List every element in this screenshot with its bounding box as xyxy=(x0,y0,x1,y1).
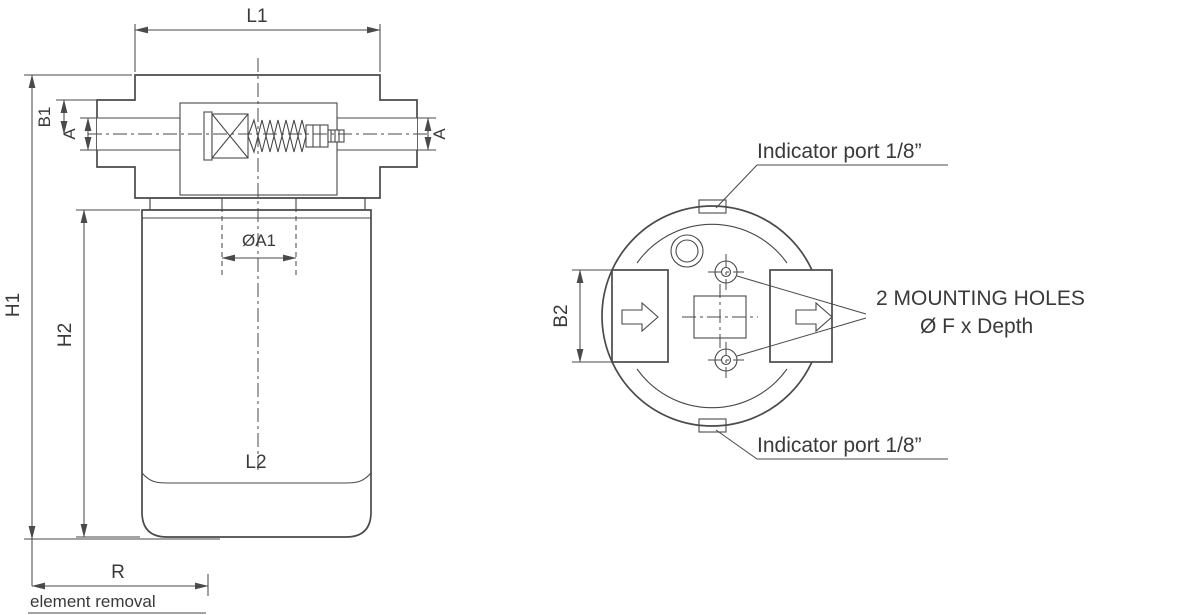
dimension-L1: L1 xyxy=(134,6,381,72)
bypass-valve xyxy=(203,111,345,161)
dimension-H2: H2 xyxy=(55,209,140,538)
canister-body xyxy=(141,209,372,538)
dim-R-label: R xyxy=(111,562,125,583)
valve-stem xyxy=(203,111,213,161)
dim-A-left-label: A xyxy=(60,128,79,140)
label-indicator-port-bottom: Indicator port 1/8” xyxy=(757,434,922,457)
dimension-OA1: ØA1 xyxy=(221,198,297,275)
valve-nut xyxy=(305,124,329,148)
top-view: B2 Indicator port 1/8” Indicator port 1/… xyxy=(551,140,1085,460)
dim-B2-label: B2 xyxy=(551,304,572,327)
dim-H1-label: H1 xyxy=(3,293,24,317)
mounting-hole-bottom xyxy=(708,342,744,378)
indicator-tab-bottom xyxy=(698,418,727,433)
dim-B1-label: B1 xyxy=(35,107,54,128)
dimension-A-left: A xyxy=(60,117,97,151)
label-indicator-port-top: Indicator port 1/8” xyxy=(757,140,922,163)
dimension-B1: B1 xyxy=(35,99,97,135)
center-boss xyxy=(682,284,758,350)
dimension-A-right: A xyxy=(417,117,449,151)
flow-arrow-right-icon xyxy=(795,301,833,333)
label-mounting-holes-size: Ø F x Depth xyxy=(920,315,1033,338)
leader-mounting-holes: 2 MOUNTING HOLES Ø F x Depth xyxy=(736,275,1085,357)
casting-arc-bottom xyxy=(636,368,788,409)
casting-arc-top xyxy=(636,223,788,264)
label-mounting-holes: 2 MOUNTING HOLES xyxy=(876,287,1085,310)
mounting-hole-top xyxy=(708,254,744,290)
dim-L1-label: L1 xyxy=(246,6,267,27)
dim-L2-label: L2 xyxy=(245,452,266,473)
dim-H2-label: H2 xyxy=(55,323,76,347)
element-removal-label: element removal xyxy=(30,592,156,611)
dimension-R: R element removal xyxy=(28,539,209,614)
indicator-port-plug xyxy=(670,234,704,268)
flow-arrow-left-icon xyxy=(621,301,659,333)
filter-canister xyxy=(141,209,372,538)
dimension-B2: B2 xyxy=(551,269,612,363)
dim-OA1-label: ØA1 xyxy=(242,231,276,250)
canister-dome-line xyxy=(141,472,372,484)
leader-indicator-top: Indicator port 1/8” xyxy=(715,140,948,209)
filter-head-section xyxy=(96,74,418,211)
side-view: L1 B1 A A H1 xyxy=(3,6,449,614)
spring xyxy=(247,118,307,153)
indicator-tab-top xyxy=(698,199,727,214)
leader-indicator-bottom: Indicator port 1/8” xyxy=(715,429,948,460)
valve-thread-stub xyxy=(327,129,345,143)
dimension-H1: H1 xyxy=(3,74,220,540)
dim-A-right-label: A xyxy=(430,128,449,140)
spring-cross xyxy=(247,119,307,154)
